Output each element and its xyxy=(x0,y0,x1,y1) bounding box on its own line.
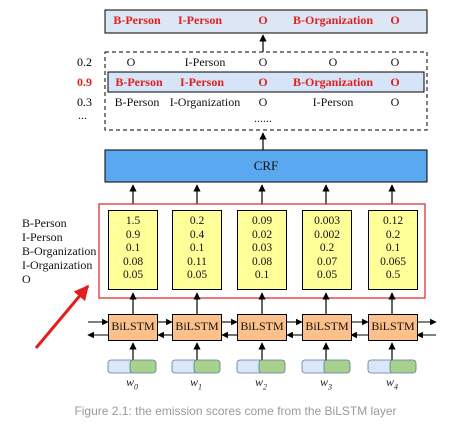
label-name: B-Person xyxy=(22,216,67,230)
path-tag: O xyxy=(328,55,338,69)
label-name: B-Organization xyxy=(22,244,97,258)
emission-score: 1.5 xyxy=(125,215,141,227)
word-embeddings xyxy=(107,359,417,374)
red-pointer-arrow xyxy=(34,284,90,349)
best-path-box xyxy=(104,9,428,34)
path-tag: B-Person xyxy=(115,75,163,89)
emission-score: 0.1 xyxy=(189,242,205,255)
more-rows-ellipsis: ... xyxy=(78,108,87,122)
emission-score-box: 0.003 0.002 0.2 0.07 0.05 xyxy=(302,210,352,290)
emission-score: 0.2 xyxy=(385,228,401,241)
best-path-tag: B-Organization xyxy=(293,13,373,27)
embedding-to-bilstm-arrows xyxy=(129,342,396,360)
emission-score: 0.11 xyxy=(187,255,207,268)
path-tag: I-Person xyxy=(184,55,226,69)
path-tag: O xyxy=(258,55,268,69)
path-tag: B-Person xyxy=(114,95,160,109)
emission-score: 0.05 xyxy=(122,269,144,282)
path-tag: O xyxy=(258,75,268,89)
emission-score-box: 0.12 0.2 0.1 0.065 0.5 xyxy=(368,210,418,290)
emission-score: 0.1 xyxy=(385,242,401,255)
best-path-tag: O xyxy=(390,13,400,27)
emission-score: 0.07 xyxy=(316,255,338,268)
bilstm-to-score-arrows xyxy=(129,292,396,314)
word-label: w2 xyxy=(255,375,268,392)
emission-score: 0.2 xyxy=(189,215,205,227)
emission-score: 0.05 xyxy=(316,269,338,282)
label-name: I-Person xyxy=(22,230,63,244)
path-tag: B-Organization xyxy=(293,75,373,89)
path-tag: O xyxy=(390,55,400,69)
word-label: w4 xyxy=(386,375,399,392)
crf-label: CRF xyxy=(253,158,279,173)
emission-score: 0.2 xyxy=(319,242,335,255)
best-path-tag: B-Person xyxy=(113,13,161,27)
emission-score: 0.05 xyxy=(186,269,208,282)
best-path-tag: O xyxy=(258,13,268,27)
path-tag: I-Person xyxy=(312,95,354,109)
word-label: w1 xyxy=(190,375,203,392)
emission-score: 0.002 xyxy=(314,228,340,241)
more-paths-ellipsis: ...... xyxy=(254,111,272,125)
emission-score-box: 0.2 0.4 0.1 0.11 0.05 xyxy=(172,210,222,290)
highlight-row xyxy=(107,71,425,93)
path-tag: O xyxy=(126,55,136,69)
emission-score: 0.09 xyxy=(251,215,273,227)
emission-score: 0.9 xyxy=(125,228,141,241)
path-tag: O xyxy=(390,95,400,109)
path-score: 0.9 xyxy=(77,75,92,89)
bilstm-cell: BiLSTM xyxy=(237,314,287,341)
emission-score: 0.08 xyxy=(122,255,144,268)
label-name: I-Organization xyxy=(22,258,93,272)
emission-score: 0.1 xyxy=(125,242,141,255)
bilstm-cell: BiLSTM xyxy=(368,314,418,341)
emission-score: 0.4 xyxy=(189,228,205,241)
emission-score: 0.5 xyxy=(385,269,401,282)
path-tag: I-Person xyxy=(180,75,224,89)
candidate-paths-box xyxy=(104,51,428,131)
path-tag: O xyxy=(258,95,268,109)
bilstm-cell: BiLSTM xyxy=(108,314,158,341)
label-name: O xyxy=(22,272,31,286)
cropped-top-text: ⁻ ⁻ ⁻ ⁻ xyxy=(165,0,194,4)
path-score: 0.3 xyxy=(77,95,92,109)
emission-score: 0.12 xyxy=(382,215,404,227)
bilstm-cell: BiLSTM xyxy=(172,314,222,341)
word-label: w0 xyxy=(126,375,139,392)
figure-caption: Figure 2.1: the emission scores come fro… xyxy=(74,404,397,418)
score-to-crf-arrows xyxy=(129,184,396,204)
emission-score: 0.065 xyxy=(380,255,406,268)
emission-score: 0.08 xyxy=(251,255,273,268)
emission-score-box: 0.09 0.02 0.03 0.08 0.1 xyxy=(237,210,287,290)
bilstm-cell: BiLSTM xyxy=(302,314,352,341)
emission-score: 0.03 xyxy=(251,242,273,255)
emission-score: 0.02 xyxy=(251,228,273,241)
emission-score-box: 1.5 0.9 0.1 0.08 0.05 xyxy=(108,210,158,290)
path-tag: I-Organization xyxy=(169,95,241,109)
word-label: w3 xyxy=(320,375,333,392)
emission-score: 0.1 xyxy=(254,269,270,282)
path-score: 0.2 xyxy=(77,55,92,69)
crf-box xyxy=(104,149,428,183)
best-path-tag: I-Person xyxy=(178,13,222,27)
emission-score: 0.003 xyxy=(314,215,340,227)
path-tag: O xyxy=(390,75,400,89)
